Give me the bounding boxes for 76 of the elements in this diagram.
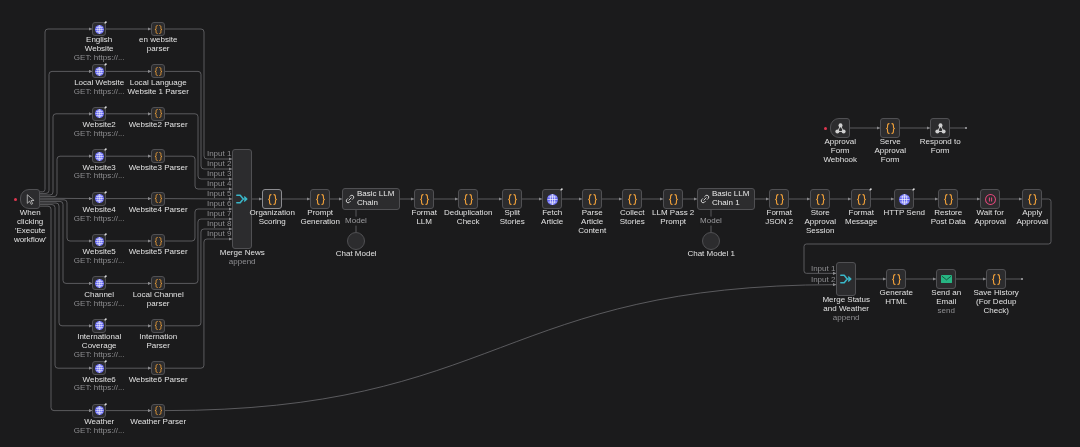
node-label: Basic LLM Chain (357, 190, 396, 208)
node-label: Website2 Parser (128, 121, 188, 130)
node-label: Website6 Parser (128, 375, 188, 385)
node-label: Chat Model 1 (687, 250, 735, 260)
node-label: Apply Approval (1015, 209, 1049, 227)
node-subtitle: GET: https://... (73, 54, 125, 63)
node-label: Basic LLM Chain 1 (712, 190, 751, 208)
node-label: Wait for Approval (973, 209, 1007, 227)
node-subtitle: append (228, 258, 256, 267)
node-label: LLM Pass 2 Prompt (651, 209, 696, 227)
node-label: Send an Email (930, 289, 963, 307)
node-subtitle: GET: https://... (73, 384, 125, 394)
node-label: Deduplication Check (443, 209, 494, 227)
node-subtitle: GET: https://... (73, 257, 125, 266)
node-label: Approval Form Webhook (822, 138, 859, 165)
node-label: Website5 (82, 248, 116, 258)
node-subtitle: GET: https://... (73, 87, 125, 97)
node-label: Website3 Parser (128, 163, 188, 173)
node-label: Organization Scoring (249, 209, 296, 227)
node-label: English Website (83, 36, 115, 54)
node-label: Respond to Form (918, 138, 962, 156)
node-label: Store Approval Session (803, 209, 837, 236)
input-label: Input 2 (810, 276, 836, 285)
node-label: Website4 Parser (128, 206, 188, 215)
input-label: Input 8 (206, 220, 232, 229)
node-label: Split Stories (498, 209, 526, 227)
node-label: Website5 Parser (128, 248, 188, 258)
node-label: International Coverage (76, 333, 122, 350)
node-label: Website6 (82, 375, 116, 385)
node-subtitle: send (937, 307, 955, 316)
input-label: Input 4 (206, 180, 232, 189)
input-label: Input 2 (206, 160, 232, 169)
node-subtitle: append (832, 314, 860, 323)
node-label: Internation Parser (138, 333, 179, 351)
node-subtitle: GET: https://... (73, 130, 125, 139)
edge-label: Model (344, 216, 368, 226)
node-label: Prompt Generation (299, 209, 341, 227)
node-label: Parse Article Content (577, 209, 608, 236)
input-label: Input 1 (810, 264, 836, 273)
node-label: Weather (84, 418, 115, 427)
node-label: Merge Status and Weather (821, 296, 871, 314)
workflow-node (342, 188, 400, 210)
node-label: Generate HTML (878, 289, 914, 307)
input-label: Input 5 (206, 190, 232, 199)
node-label: Save History (For Dedup Check) (972, 289, 1020, 316)
workflow-node (697, 188, 755, 210)
input-label: Input 9 (206, 230, 232, 239)
node-label: When clicking 'Execute workflow' (12, 209, 48, 245)
node-label: Serve Approval Form (873, 138, 907, 165)
node-label: Local Website (74, 78, 125, 88)
node-subtitle: GET: https://... (73, 426, 125, 436)
node-label: Website2 (82, 121, 116, 130)
node-label: Format Message (843, 209, 879, 227)
node-label: Weather Parser (130, 418, 187, 427)
node-label: Restore Post Data (929, 209, 967, 227)
input-label: Input 7 (206, 210, 232, 219)
input-label: Input 1 (206, 150, 232, 159)
input-label: Input 6 (206, 200, 232, 209)
node-label: Fetch Article (540, 209, 565, 227)
node-label: Website4 (82, 206, 116, 215)
node-subtitle: GET: https://... (73, 299, 125, 309)
node-label: Website3 (82, 163, 116, 173)
node-subtitle: GET: https://... (73, 214, 125, 224)
node-label: Merge News (219, 249, 265, 259)
node-subtitle: GET: https://... (73, 350, 125, 360)
node-subtitle: GET: https://... (73, 172, 125, 182)
node-label: Format LLM (410, 209, 438, 227)
node-label: Channel (84, 290, 115, 300)
node-label: HTTP Send (883, 209, 926, 219)
input-label: Input 3 (206, 170, 232, 179)
node-label: Local Language Website 1 Parser (127, 78, 190, 97)
node-label: Chat Model (335, 250, 377, 260)
node-label: Format JSON 2 (764, 209, 795, 227)
edge-label: Model (699, 216, 723, 226)
node-label: en website parser (138, 36, 179, 54)
node-label: Local Channel parser (131, 290, 185, 309)
